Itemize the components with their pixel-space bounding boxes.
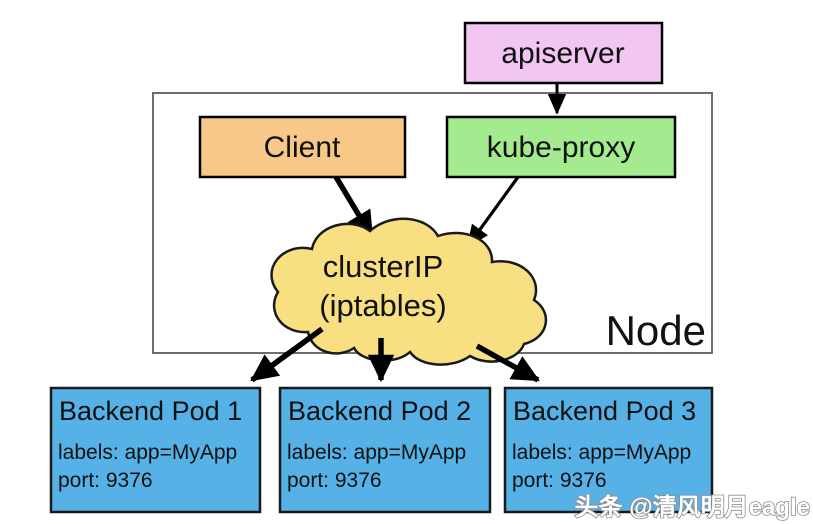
arrow-kube-proxy-to-clusterip (466, 176, 520, 248)
arrow-clusterip-to-pod1 (250, 326, 324, 383)
apiserver-rect (463, 21, 664, 85)
backend-pod-3-labels: labels: app=MyApp (512, 441, 691, 464)
backend-pod-1-title: Backend Pod 1 (59, 396, 242, 426)
clusterip-cloud: clusterIP (iptables) (270, 217, 548, 366)
kube-proxy-box: kube-proxy (445, 115, 677, 179)
backend-pod-3-title: Backend Pod 3 (513, 396, 696, 426)
backend-pod-2-port: port: 9376 (287, 469, 382, 492)
kube-proxy-rect (445, 115, 677, 179)
clusterip-cloud-shape (270, 217, 548, 366)
clusterip-label-line1: clusterIP (323, 249, 444, 284)
backend-pod-2: Backend Pod 2 labels: app=MyApp port: 93… (278, 386, 492, 514)
client-rect (198, 115, 407, 179)
apiserver-label: apiserver (501, 37, 624, 70)
backend-pod-2-labels: labels: app=MyApp (287, 441, 466, 464)
watermark-text: 头条 @清风明月eagle (575, 494, 810, 521)
client-box: Client (198, 115, 407, 179)
backend-pod-1-rect (49, 386, 262, 514)
kube-proxy-label: kube-proxy (487, 131, 635, 164)
arrow-clusterip-to-pod3 (475, 343, 540, 383)
backend-pod-1-labels: labels: app=MyApp (58, 441, 237, 464)
apiserver-box: apiserver (463, 21, 664, 85)
backend-pod-3: Backend Pod 3 labels: app=MyApp port: 93… (503, 386, 714, 514)
node-label: Node (606, 307, 706, 354)
backend-pod-3-rect (503, 386, 714, 514)
backend-pod-1-port: port: 9376 (58, 469, 153, 492)
client-label: Client (264, 131, 341, 164)
backend-pod-2-rect (278, 386, 492, 514)
backend-pod-3-port: port: 9376 (512, 469, 607, 492)
backend-pod-2-title: Backend Pod 2 (288, 396, 471, 426)
backend-pod-1: Backend Pod 1 labels: app=MyApp port: 93… (49, 386, 262, 514)
clusterip-label-line2: (iptables) (319, 288, 447, 323)
